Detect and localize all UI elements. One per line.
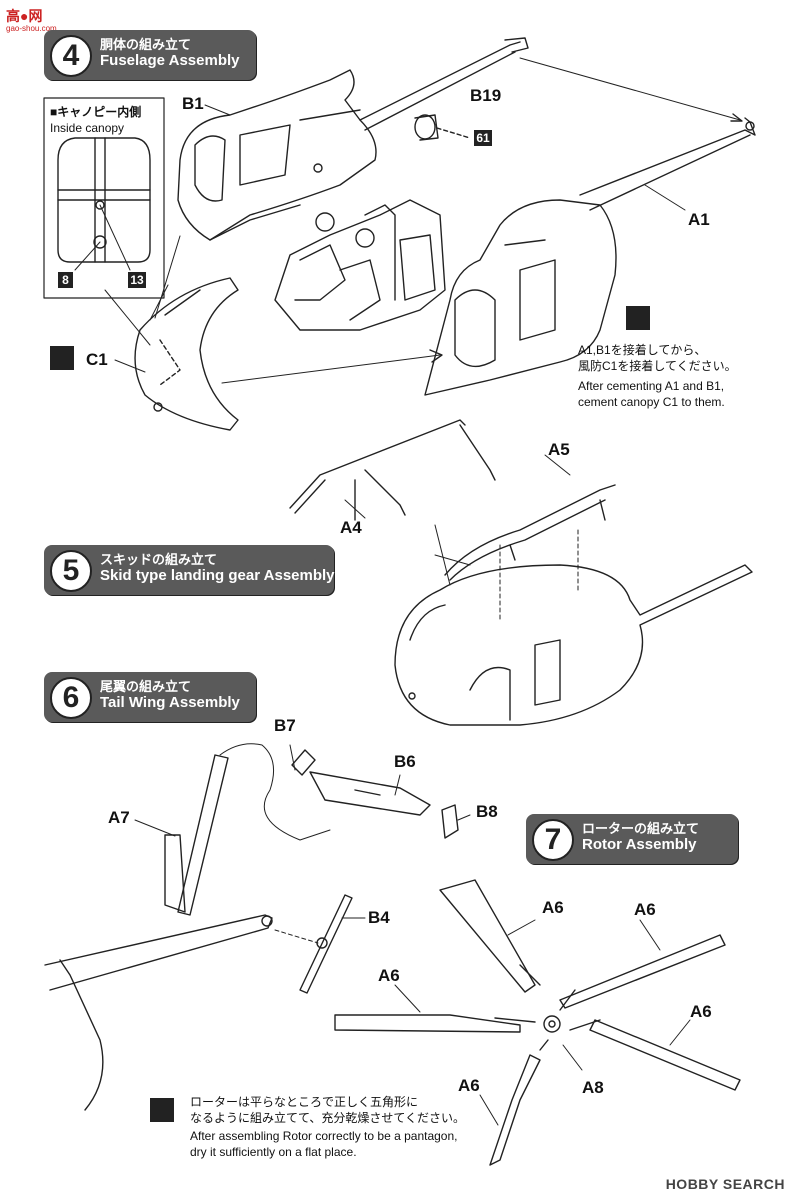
step-6-number: 6 xyxy=(50,677,92,719)
decal-61-badge: 61 xyxy=(474,130,492,146)
step-5-number: 5 xyxy=(50,550,92,592)
part-a5-label: A5 xyxy=(548,440,570,459)
step-5-title-en: Skid type landing gear Assembly xyxy=(100,567,335,584)
step-4-number: 4 xyxy=(50,35,92,77)
rotor-note-jp-1: ローターは平らなところで正しく五角形に xyxy=(190,1095,419,1109)
canopy-note-en-1: After cementing A1 and B1, xyxy=(578,379,725,393)
decal-13-badge: 13 xyxy=(128,272,146,288)
rotor-note-jp-2: なるように組み立てて、充分乾燥させてください。 xyxy=(190,1111,466,1125)
step-7-title-jp: ローターの組み立て xyxy=(582,821,700,836)
part-a7-label: A7 xyxy=(108,808,130,827)
part-a6-label-3: A6 xyxy=(378,966,400,985)
canopy-note-jp-2: 風防C1を接着してください。 xyxy=(578,359,737,373)
step-6-header: 6 尾翼の組み立て Tail Wing Assembly xyxy=(44,672,256,722)
step-7-header: 7 ローターの組み立て Rotor Assembly xyxy=(526,814,738,864)
part-b1-label: B1 xyxy=(182,94,204,113)
part-b6-label: B6 xyxy=(394,752,416,771)
step-5-header: 5 スキッドの組み立て Skid type landing gear Assem… xyxy=(44,545,335,595)
glue-icon xyxy=(50,346,74,370)
step-4-header: 4 胴体の組み立て Fuselage Assembly xyxy=(44,30,256,80)
part-a6-label-2: A6 xyxy=(634,900,656,919)
canopy-note-jp-1: A1,B1を接着してから、 xyxy=(578,343,707,357)
step-6-title-jp: 尾翼の組み立て xyxy=(100,679,192,694)
part-b19-label: B19 xyxy=(470,86,502,105)
step-4-title-en: Fuselage Assembly xyxy=(100,52,240,69)
inset-title-en: Inside canopy xyxy=(50,121,125,135)
glue-icon xyxy=(150,1098,174,1122)
step-4-title-jp: 胴体の組み立て xyxy=(100,37,192,52)
watermark-hobby-search: HOBBY SEARCH xyxy=(665,1176,785,1192)
inset-title-jp: ■キャノピー内側 xyxy=(50,105,142,119)
decal-8-badge: 8 xyxy=(58,272,73,288)
part-a8-label: A8 xyxy=(582,1078,604,1097)
step-6-title-en: Tail Wing Assembly xyxy=(100,694,240,711)
part-a6-label-1: A6 xyxy=(542,898,564,917)
rotor-note-en-1: After assembling Rotor correctly to be a… xyxy=(190,1129,458,1143)
canopy-note-en-2: cement canopy C1 to them. xyxy=(578,395,725,409)
part-a6-label-5: A6 xyxy=(458,1076,480,1095)
part-b8-label: B8 xyxy=(476,802,498,821)
part-a1-label: A1 xyxy=(688,210,710,229)
watermark-url: gao-shou.com xyxy=(6,24,57,33)
part-a4-label: A4 xyxy=(340,518,362,537)
part-b7-label: B7 xyxy=(274,716,296,735)
part-c1-label: C1 xyxy=(86,350,108,369)
part-b4-label: B4 xyxy=(368,908,390,927)
step-7-number: 7 xyxy=(532,819,574,861)
part-a6-label-4: A6 xyxy=(690,1002,712,1021)
glue-icon xyxy=(626,306,650,330)
rotor-note-en-2: dry it sufficiently on a flat place. xyxy=(190,1145,357,1159)
step-7-title-en: Rotor Assembly xyxy=(582,836,697,853)
step-5-title-jp: スキッドの組み立て xyxy=(100,552,218,567)
watermark-logo: 高●网 xyxy=(6,8,43,24)
